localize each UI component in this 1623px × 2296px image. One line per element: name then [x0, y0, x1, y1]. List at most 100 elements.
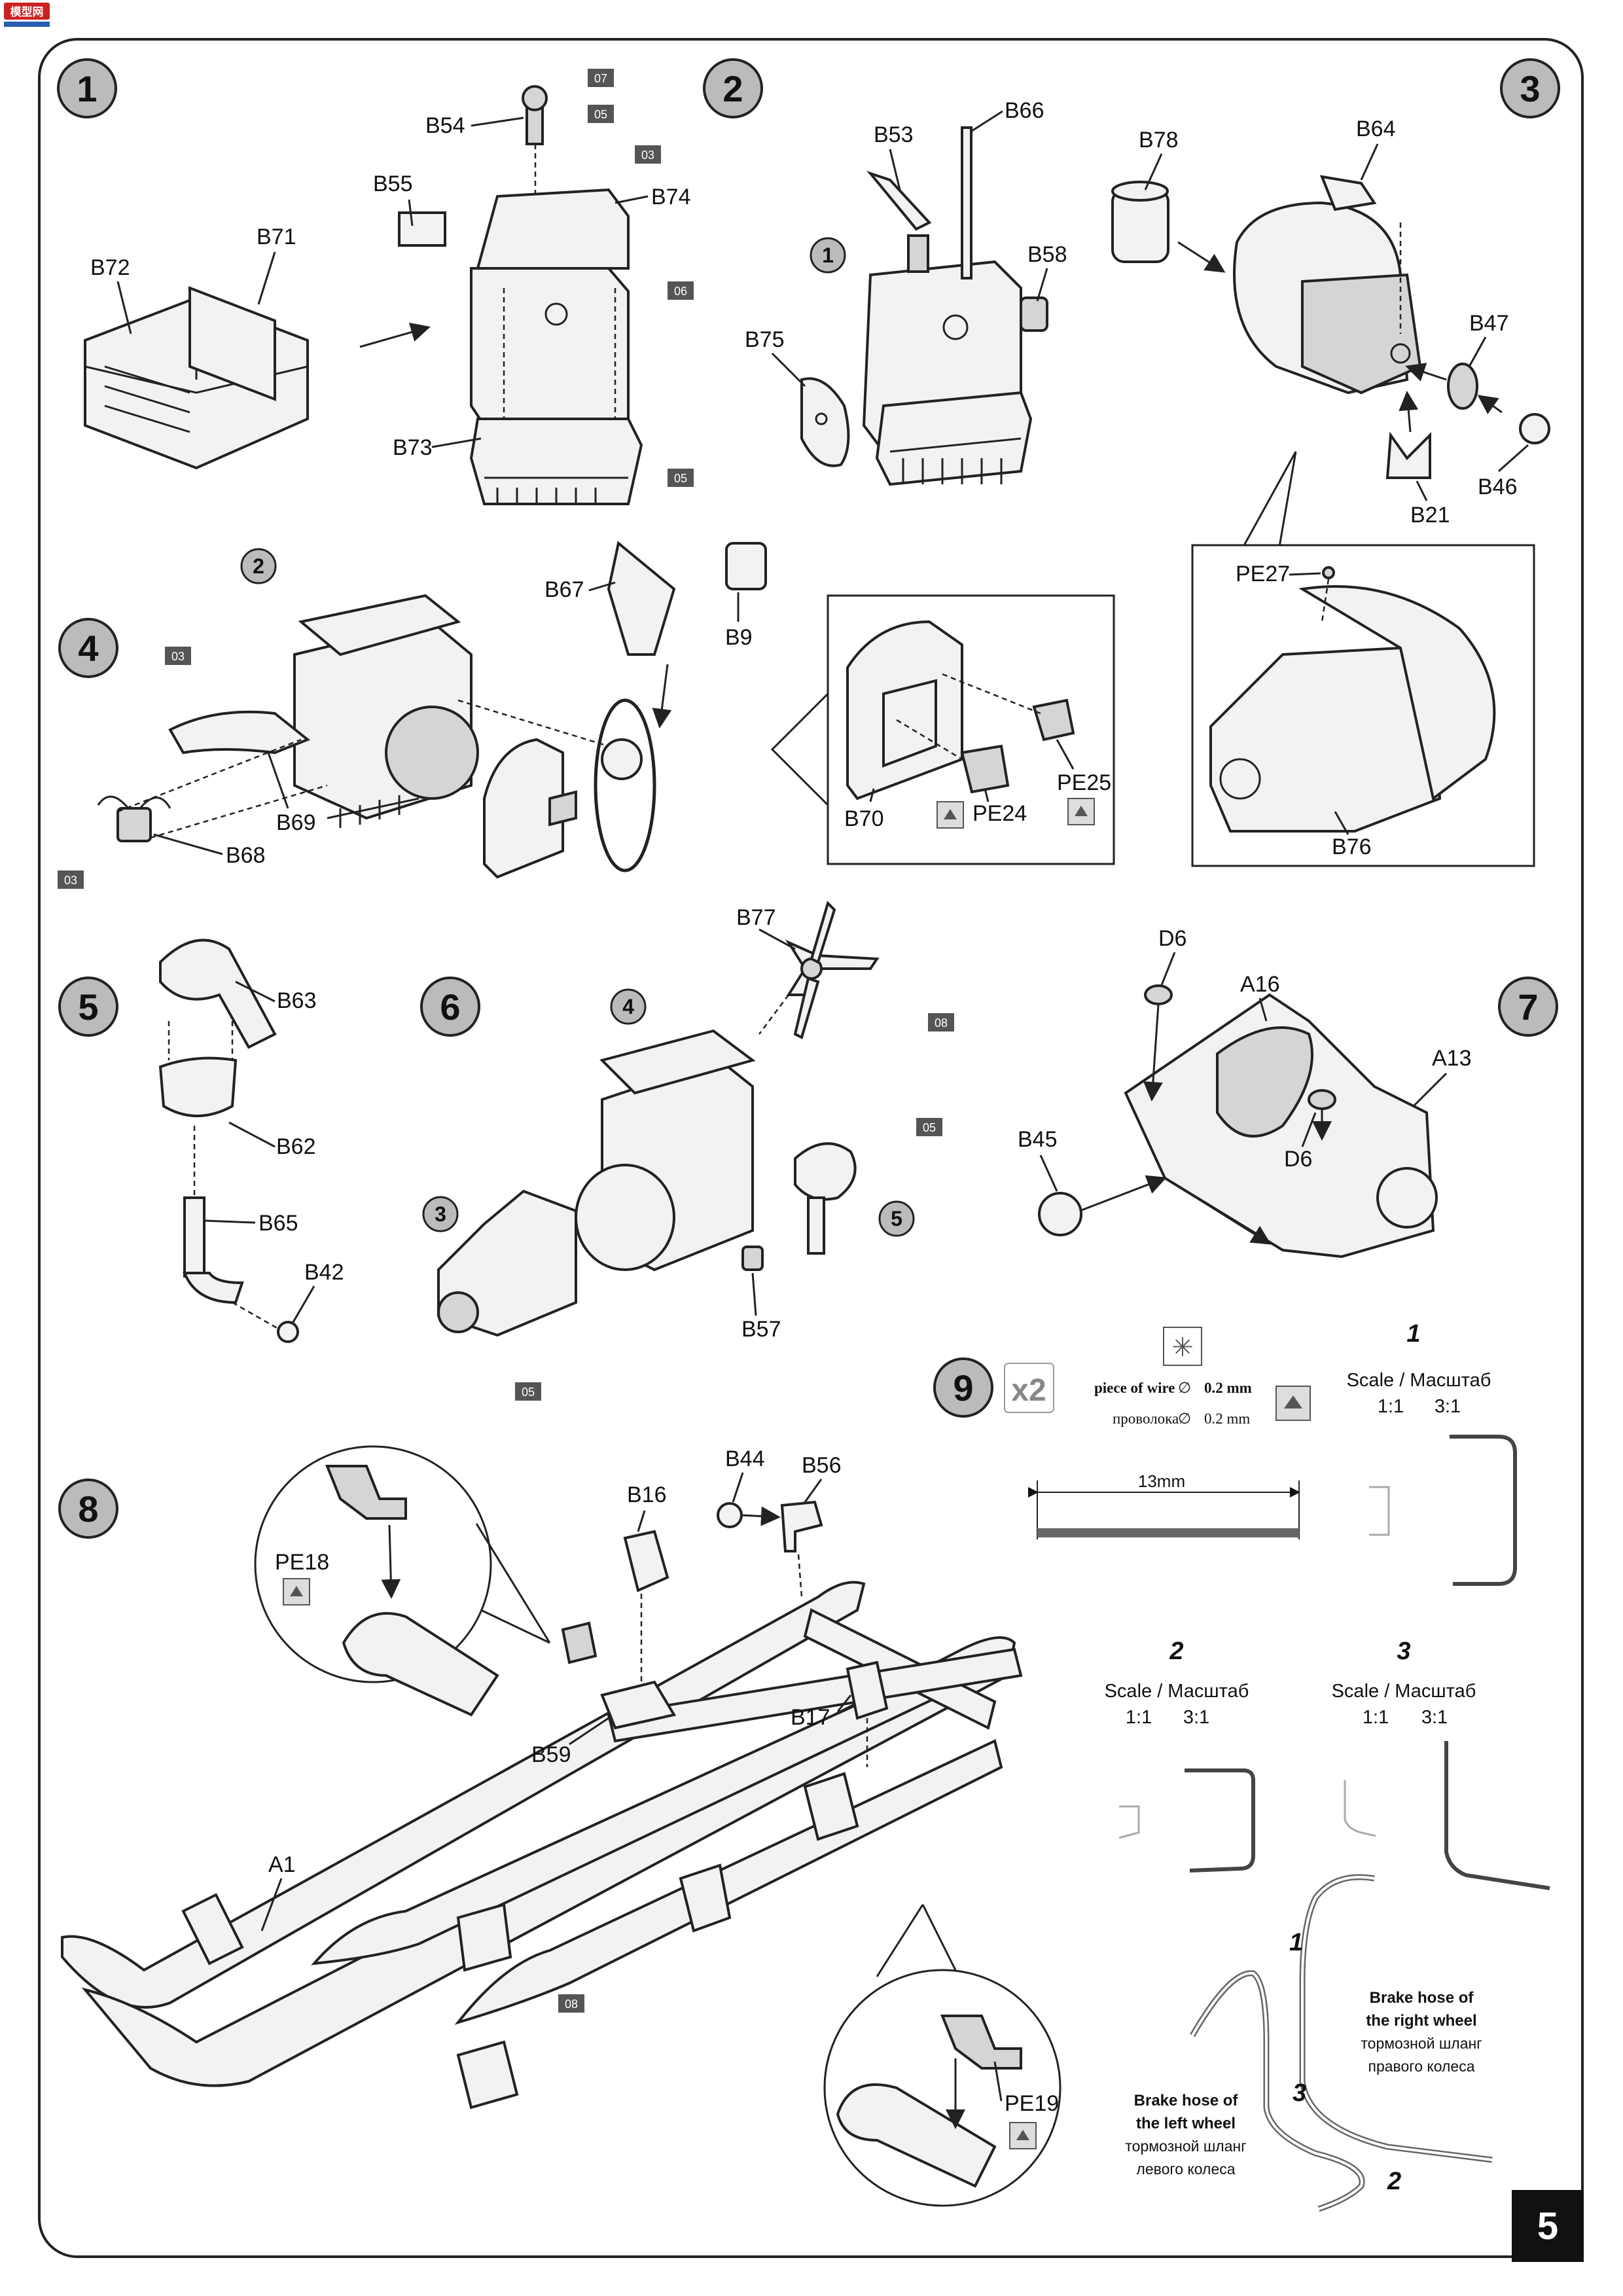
hose-caption: правого колеса: [1368, 2058, 1475, 2075]
hose-segment-label: 3: [1293, 2079, 1306, 2107]
chassis-frame: [61, 1581, 1023, 2109]
svg-text:✳: ✳: [1171, 1333, 1194, 1362]
part-label: D6: [1158, 926, 1186, 951]
part-label: B42: [304, 1260, 344, 1285]
subassembly-ref: 2: [253, 554, 264, 578]
scale-label: Scale / Масштаб: [1105, 1681, 1249, 1702]
step-9: 9 x2 ✳ piece of wire ∅ 0.2 mm проволока …: [933, 1320, 1550, 2212]
subassembly-ref: 5: [891, 1207, 902, 1230]
step-number: 4: [78, 628, 98, 669]
spring-hanger-b17: [846, 1660, 889, 1720]
svg-text:05: 05: [674, 472, 687, 485]
svg-text:∅: ∅: [1178, 1410, 1191, 1427]
part-label: B64: [1356, 117, 1396, 141]
snowflake-icon: [1163, 1327, 1202, 1366]
engine-assembly-4: 2: [240, 548, 479, 828]
detail-circle-pe19: [823, 1969, 1061, 2207]
dynamo: [1020, 296, 1048, 332]
wire-label-ru: проволока: [1113, 1410, 1179, 1427]
detail-circle-pe18: [254, 1445, 492, 1683]
step-5: 5 B63 B62 B65 B42: [58, 939, 344, 1343]
page-number: 5: [1512, 2190, 1584, 2262]
part-label: B54: [425, 113, 465, 138]
step-number: 7: [1518, 986, 1538, 1028]
part-label: B17: [791, 1705, 830, 1730]
paint-code-tag: [165, 647, 191, 665]
air-cleaner: [158, 939, 299, 1343]
part-label: B21: [1410, 503, 1450, 528]
part-label: B46: [1478, 475, 1518, 499]
svg-text:05: 05: [923, 1121, 936, 1134]
page-frame: [38, 38, 1584, 2258]
step-badge: [57, 58, 117, 118]
part-label: B9: [725, 625, 753, 650]
bend-number: 1: [1406, 1320, 1420, 1348]
step-3: 3 B78 B64 B47 B46 B21: [1111, 58, 1560, 867]
rear-axle-housing: [1038, 984, 1438, 1259]
part-label: B58: [1027, 242, 1067, 267]
fan-belt: [594, 541, 767, 872]
part-label: A1: [268, 1852, 296, 1877]
flywheel: [1111, 181, 1169, 263]
part-label: PE24: [972, 801, 1027, 826]
part-label: B59: [531, 1742, 571, 1767]
part-label: B65: [259, 1211, 298, 1236]
paint-code-tag: [668, 469, 694, 487]
part-label: B63: [277, 988, 317, 1013]
fittings-b44-b56: [717, 1500, 823, 1552]
engine-mount-b70: [483, 738, 577, 879]
part-label: B66: [1005, 98, 1044, 123]
part-label: B68: [226, 843, 266, 868]
scale-ratio: 1:1: [1363, 1707, 1389, 1728]
subassembly-ref: 1: [822, 243, 834, 267]
part-label: PE27: [1236, 562, 1290, 586]
part-label: B74: [651, 185, 691, 209]
part-label: B76: [1332, 834, 1372, 859]
step-number: 5: [78, 986, 98, 1028]
part-label: PE25: [1057, 770, 1111, 795]
hose-segment-label: 2: [1387, 2168, 1401, 2195]
hose-caption: тормозной шланг: [1125, 2138, 1246, 2155]
bend-number: 3: [1397, 1638, 1410, 1665]
svg-text:06: 06: [674, 285, 687, 298]
paint-code-tag: [635, 145, 661, 164]
part-label: B71: [257, 224, 296, 249]
hose-caption: the left wheel: [1136, 2115, 1236, 2132]
gearbox-detail: [1209, 566, 1496, 833]
paint-code-tag: [515, 1382, 541, 1401]
part-label: B55: [373, 171, 413, 196]
step-number: 3: [1520, 68, 1540, 109]
scale-label: Scale / Масштаб: [1347, 1370, 1491, 1391]
part-label: B56: [802, 1453, 842, 1478]
hose-caption: тормозной шланг: [1361, 2035, 1482, 2052]
scale-ratio: 3:1: [1421, 1707, 1448, 1728]
part-label: A16: [1240, 972, 1280, 997]
part-label: B16: [627, 1482, 667, 1507]
wire-piece: [1037, 1528, 1299, 1537]
part-label: A13: [1432, 1046, 1472, 1071]
spring-hanger-b16: [623, 1530, 669, 1592]
bend-number: 2: [1169, 1638, 1183, 1665]
step-8: 8 PE18: [58, 1445, 1061, 2207]
part-label: B69: [276, 810, 316, 835]
part-label: B78: [1139, 128, 1179, 152]
subassembly-ref: 3: [435, 1202, 446, 1226]
part-label: B75: [745, 327, 785, 352]
part-label: B70: [844, 806, 884, 831]
part-label: PE19: [1005, 2091, 1059, 2116]
svg-text:08: 08: [565, 1998, 578, 2011]
part-label: PE18: [275, 1550, 329, 1575]
paint-code-tag: [588, 105, 614, 123]
scale-ratio: 1:1: [1126, 1707, 1152, 1728]
wire-diameter-ru: 0.2 mm: [1204, 1410, 1250, 1427]
part-label: B72: [90, 255, 130, 280]
svg-text:模型网: 模型网: [10, 5, 44, 18]
part-label: B44: [725, 1446, 765, 1471]
part-label: B67: [544, 577, 584, 602]
part-label: B45: [1018, 1127, 1058, 1152]
paint-code-tag: [928, 1013, 954, 1031]
part-label: B73: [393, 435, 433, 460]
part-label: B47: [1469, 311, 1509, 336]
mount-detail: [846, 620, 1075, 800]
